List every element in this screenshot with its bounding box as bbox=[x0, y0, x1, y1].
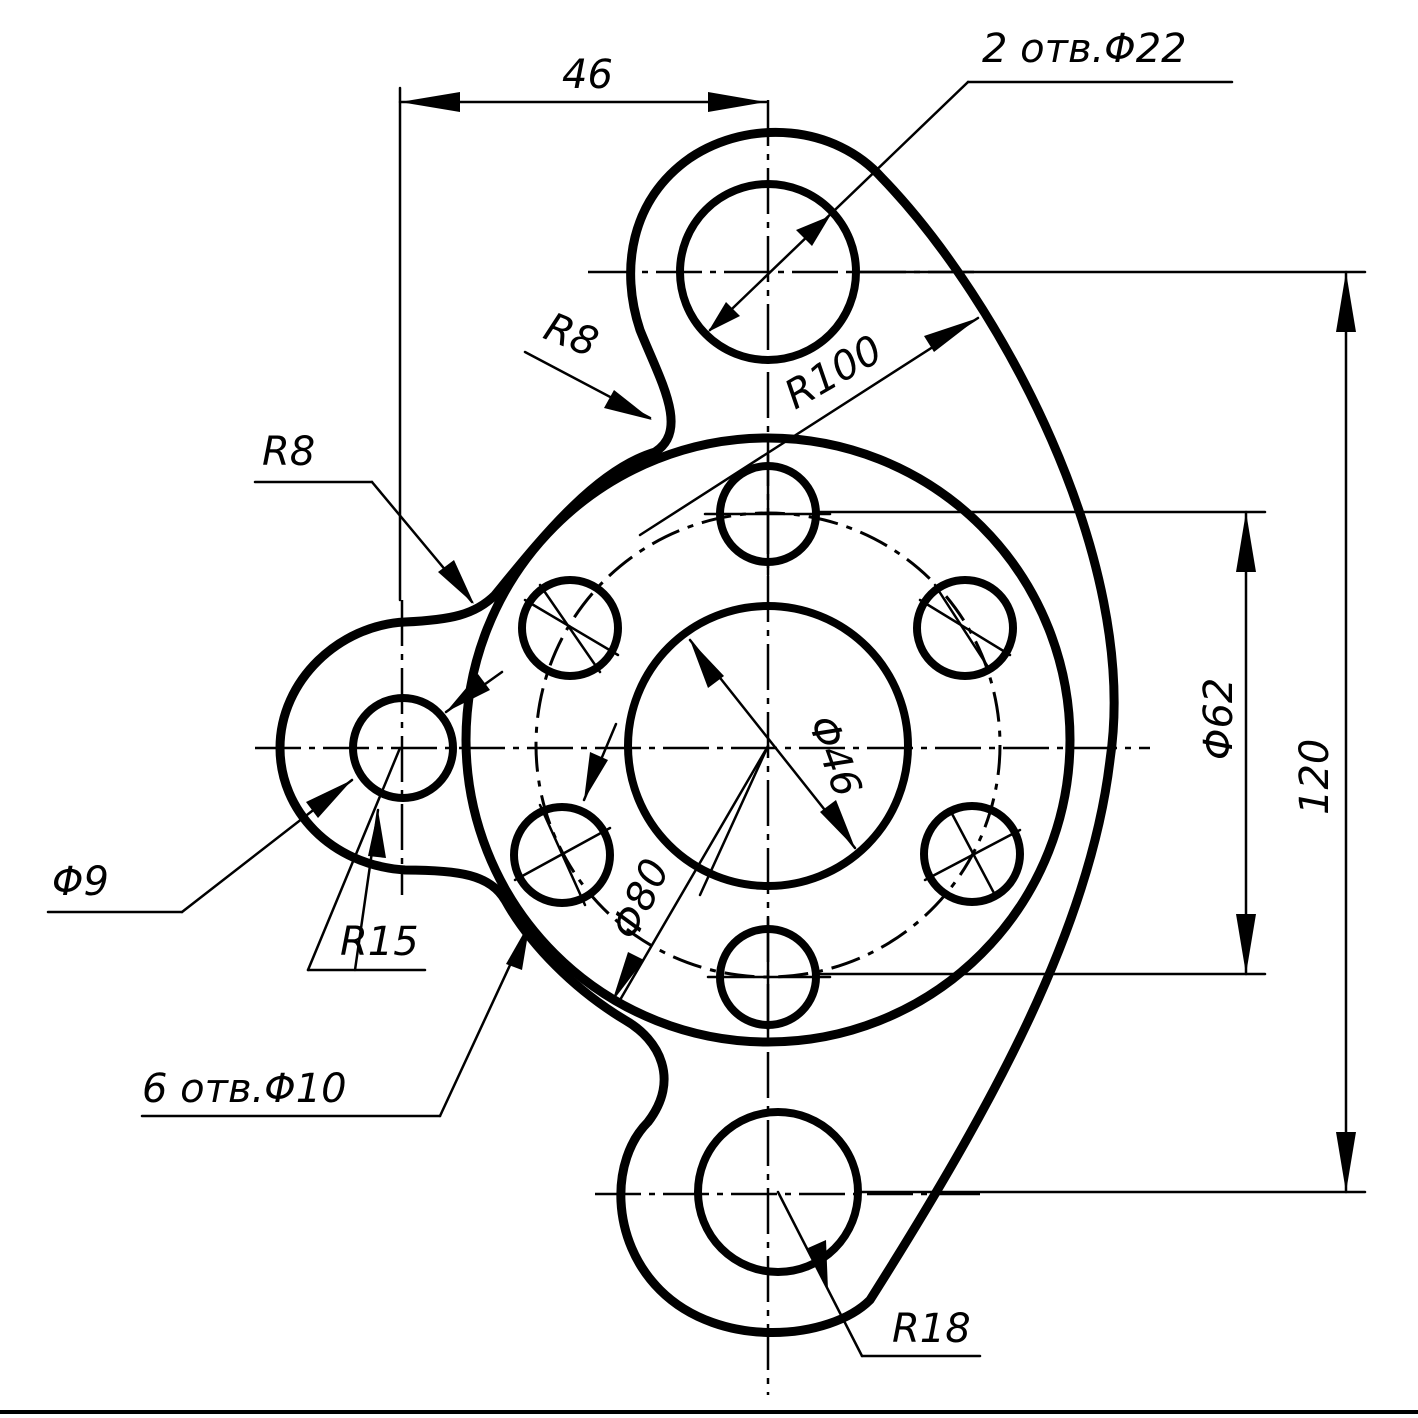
label-phi9: Φ9 bbox=[52, 859, 109, 905]
label-phi62: Φ62 bbox=[1196, 678, 1242, 760]
label-phi80: Φ80 bbox=[603, 852, 680, 946]
center-bore-phi46 bbox=[624, 602, 912, 890]
six-hole-pattern bbox=[510, 453, 1024, 1042]
label-holes-22: 2 отв.Φ22 bbox=[982, 26, 1187, 72]
label-120: 120 bbox=[1292, 739, 1338, 815]
flange-outline bbox=[461, 433, 1075, 1047]
label-r15: R15 bbox=[340, 919, 419, 965]
label-holes-10: 6 отв.Φ10 bbox=[142, 1066, 347, 1112]
label-r100: R100 bbox=[777, 327, 890, 419]
label-r8-upper: R8 bbox=[538, 304, 605, 367]
label-46: 46 bbox=[562, 52, 613, 98]
left-hole-phi9 bbox=[349, 694, 457, 802]
bolt-hole-3 bbox=[920, 802, 1024, 906]
part-outline bbox=[275, 127, 1119, 1337]
bolt-hole-6 bbox=[518, 576, 622, 680]
top-hole-phi22 bbox=[676, 180, 860, 364]
label-r18: R18 bbox=[892, 1306, 971, 1352]
bolt-hole-5 bbox=[510, 803, 614, 907]
bolt-hole-2 bbox=[913, 576, 1017, 680]
label-r8-left: R8 bbox=[262, 429, 315, 475]
bottom-hole-phi22 bbox=[694, 1108, 862, 1276]
dimension-lines bbox=[46, 80, 1367, 1358]
